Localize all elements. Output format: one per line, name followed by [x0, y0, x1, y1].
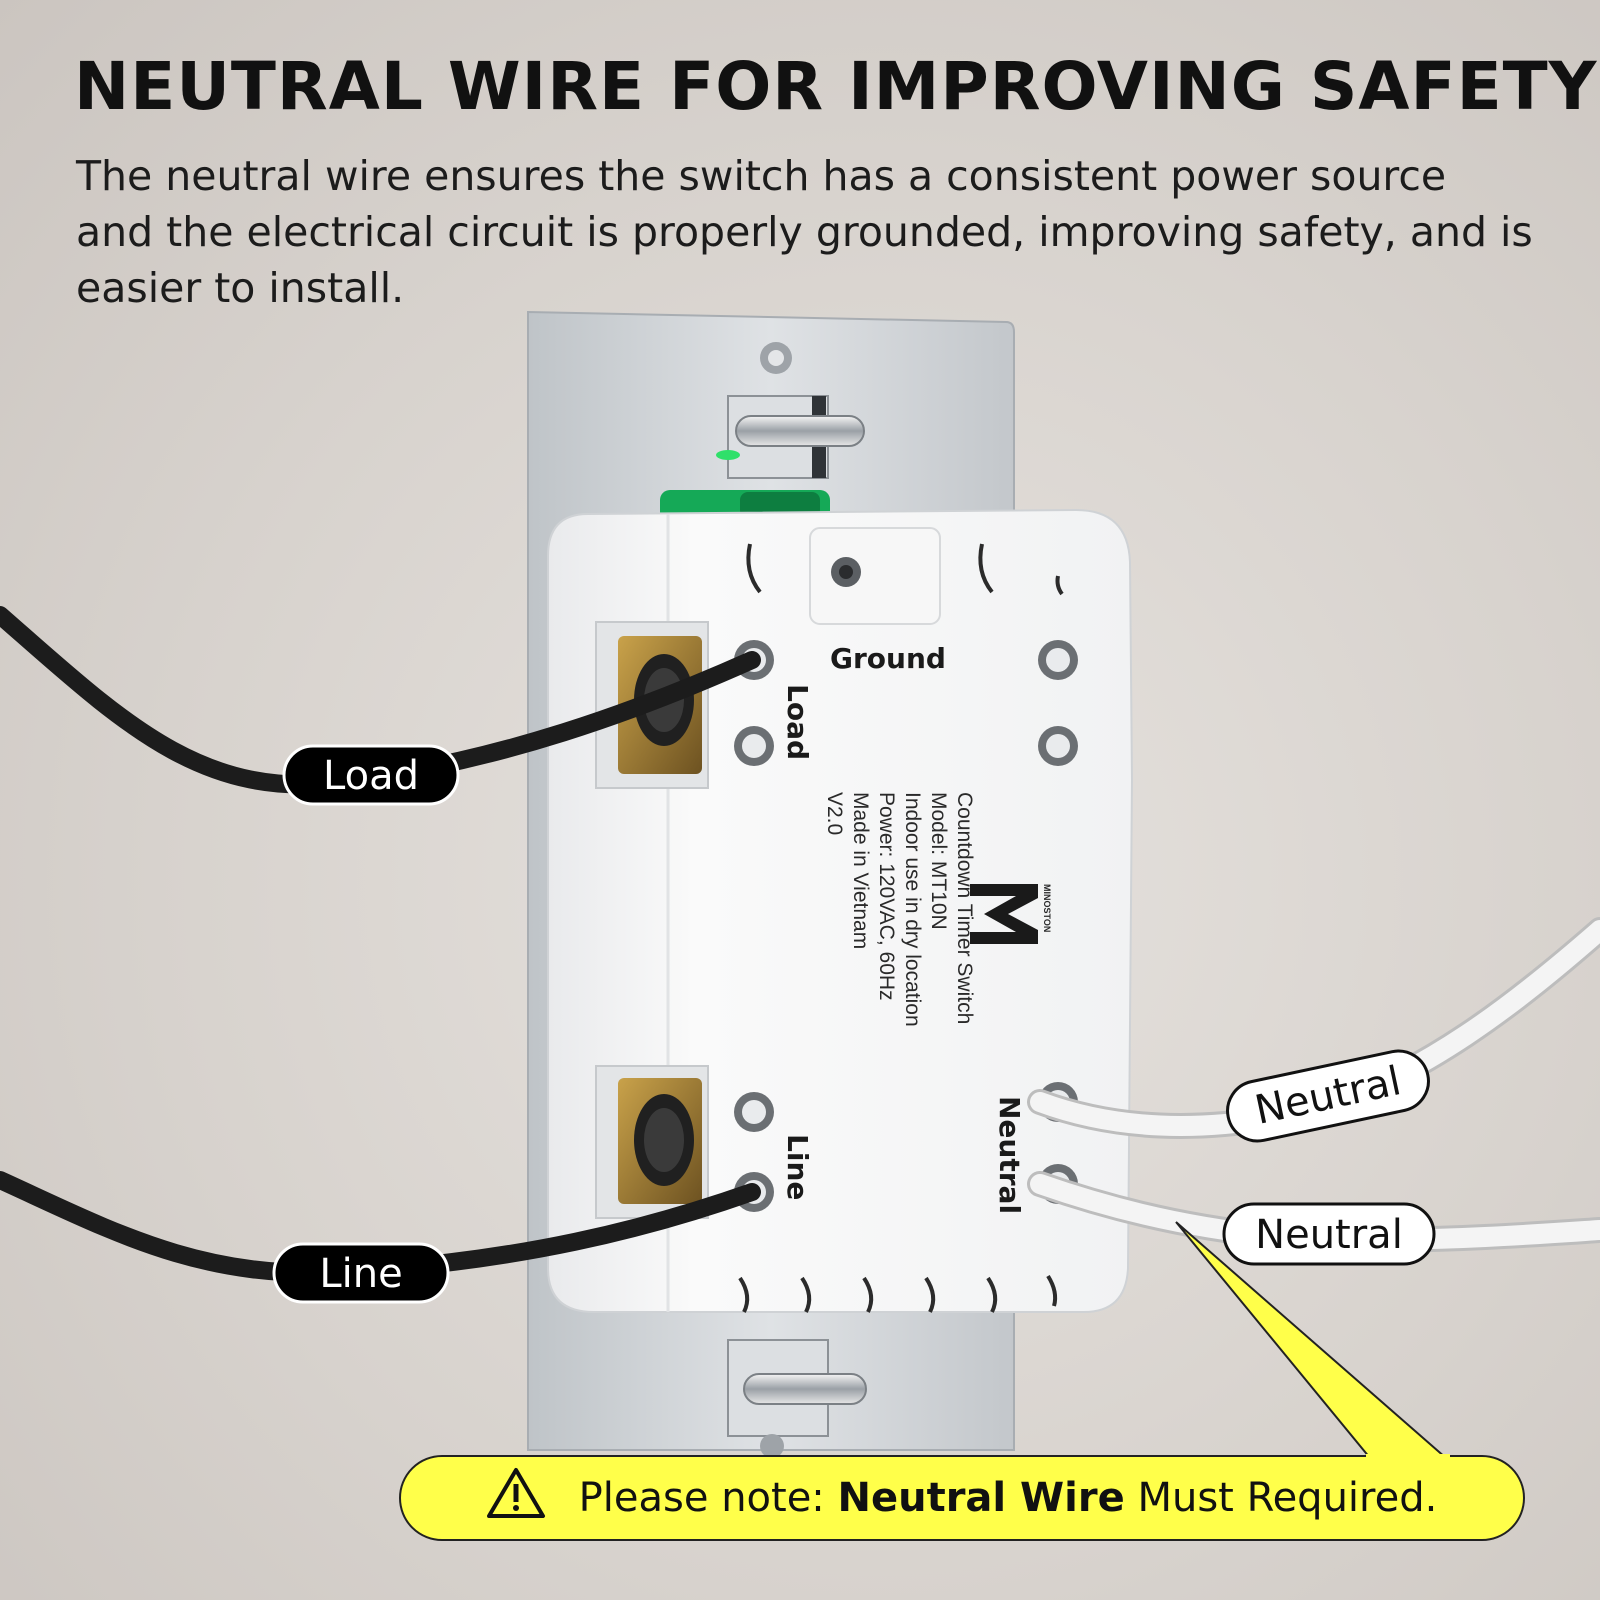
spec-line: Power: 120VAC, 60Hz: [875, 792, 898, 1001]
note-callout-bg: [399, 1455, 1525, 1541]
terminal-label-line: Line: [781, 1134, 814, 1200]
device-spec-label: Countdown Timer Switch Model: MT10N Indo…: [823, 792, 1052, 1027]
note-emphasis: Neutral Wire: [837, 1475, 1125, 1521]
svg-text:Load: Load: [323, 753, 419, 799]
spec-line: Indoor use in dry location: [901, 792, 924, 1027]
minoston-m-logo: [970, 884, 1038, 944]
note-text: Please note: Neutral Wire Must Required.: [579, 1475, 1438, 1521]
spec-line: Model: MT10N: [927, 792, 950, 930]
svg-text:Line: Line: [319, 1251, 402, 1297]
spec-line: V2.0: [823, 792, 846, 835]
wire-label-neutral-bottom: Neutral: [1222, 1202, 1436, 1266]
spec-line: Countdown Timer Switch: [953, 792, 976, 1024]
brand-name: MINOSTON: [1042, 884, 1052, 932]
mounting-screw-top: [735, 415, 865, 447]
note-suffix: Must Required.: [1124, 1475, 1438, 1521]
wire-label-neutral-top: Neutral: [1226, 1049, 1430, 1143]
mounting-hole-bottom: [760, 1434, 784, 1458]
intro-paragraph: The neutral wire ensures the switch has …: [76, 152, 1533, 312]
warning-triangle-icon: [485, 1466, 547, 1530]
note-callout: Please note: Neutral Wire Must Required.: [398, 1456, 1524, 1540]
note-prefix: Please note:: [578, 1475, 838, 1521]
mounting-screw-bottom: [743, 1373, 867, 1405]
wire-label-load: Load: [282, 744, 460, 806]
page-title: NEUTRAL WIRE FOR IMPROVING SAFETY: [74, 48, 1598, 125]
svg-text:Neutral: Neutral: [1255, 1212, 1403, 1258]
terminal-label-ground: Ground: [830, 642, 946, 675]
wire-label-line: Line: [272, 1242, 450, 1304]
terminal-label-neutral: Neutral: [993, 1096, 1026, 1214]
terminal-label-load: Load: [781, 684, 814, 760]
spec-line: Made in Vietnam: [849, 792, 872, 949]
